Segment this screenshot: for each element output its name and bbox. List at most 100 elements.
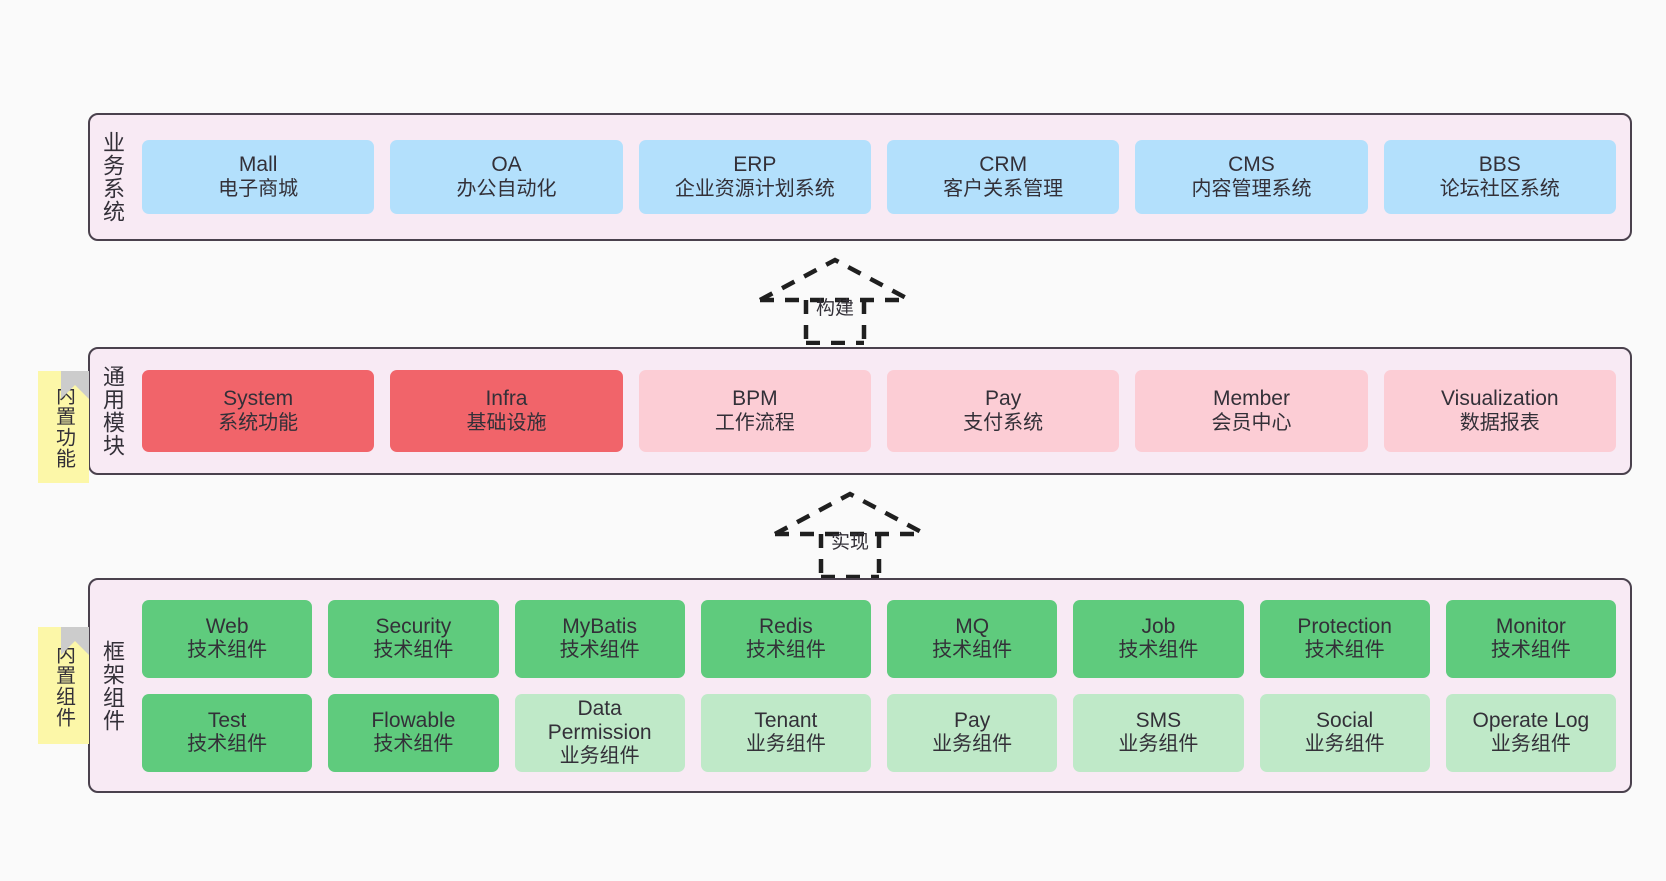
card-title: OA: [491, 153, 522, 177]
card-title: Flowable: [371, 708, 456, 732]
card-title: Operate Log: [1472, 708, 1590, 732]
card-subtitle: 业务组件: [559, 745, 640, 768]
card-row: Test 技术组件 Flowable 技术组件 Data Permission …: [142, 693, 1616, 772]
card-title: Mall: [238, 153, 278, 177]
card-title: Redis: [759, 614, 813, 638]
card-subtitle: 企业资源计划系统: [674, 177, 835, 200]
card-subtitle: 业务组件: [932, 733, 1013, 756]
card-subtitle: 系统功能: [218, 411, 299, 434]
layer-framework-component: 框架组件 Web 技术组件 Security 技术组件 MyBatis 技术组件…: [88, 578, 1632, 793]
card-subtitle: 支付系统: [963, 411, 1044, 434]
card-flowable[interactable]: Flowable 技术组件: [328, 693, 499, 772]
card-title: ERP: [733, 153, 777, 177]
card-subtitle: 技术组件: [1304, 639, 1385, 662]
card-title: Test: [207, 708, 247, 732]
card-operate-log[interactable]: Operate Log 业务组件: [1445, 693, 1616, 772]
note-builtin-component: 内置组件: [38, 627, 89, 744]
card-title: Pay: [954, 708, 991, 732]
card-infra[interactable]: Infra 基础设施: [390, 370, 623, 452]
card-title: Security: [375, 614, 452, 638]
card-tenant[interactable]: Tenant 业务组件: [700, 693, 871, 772]
connector-label-build: 构建: [815, 298, 855, 319]
note-fold-corner-icon: [61, 371, 89, 399]
layer-body-framework-component: Web 技术组件 Security 技术组件 MyBatis 技术组件 Redi…: [134, 580, 1630, 791]
generalization-arrow-icon: [758, 257, 912, 346]
note-fold-corner-icon: [61, 627, 89, 655]
card-subtitle: 技术组件: [187, 639, 268, 662]
card-subtitle: 基础设施: [466, 411, 547, 434]
card-title: Protection: [1297, 614, 1392, 638]
card-redis[interactable]: Redis 技术组件: [700, 599, 871, 678]
card-data-permission[interactable]: Data Permission 业务组件: [514, 693, 685, 772]
note-label: 内置功能: [52, 385, 75, 469]
card-title: BBS: [1478, 153, 1521, 177]
card-title: MyBatis: [562, 614, 637, 638]
card-title: Tenant: [754, 708, 818, 732]
card-title: System: [223, 387, 294, 411]
card-title: Monitor: [1495, 614, 1566, 638]
card-system[interactable]: System 系统功能: [142, 370, 375, 452]
card-web[interactable]: Web 技术组件: [142, 599, 313, 678]
card-cms[interactable]: CMS 内容管理系统: [1135, 140, 1368, 214]
card-subtitle: 技术组件: [1118, 639, 1199, 662]
card-subtitle: 技术组件: [559, 639, 640, 662]
card-security[interactable]: Security 技术组件: [328, 599, 499, 678]
card-row: System 系统功能 Infra 基础设施 BPM 工作流程 Pay 支付系统…: [142, 370, 1616, 452]
card-subtitle: 会员中心: [1211, 411, 1292, 434]
card-mq[interactable]: MQ 技术组件: [887, 599, 1058, 678]
card-title: Job: [1141, 614, 1176, 638]
card-subtitle: 技术组件: [187, 733, 268, 756]
card-title: Infra: [485, 387, 528, 411]
card-pay-business[interactable]: Pay 业务组件: [887, 693, 1058, 772]
card-oa[interactable]: OA 办公自动化: [390, 140, 623, 214]
note-builtin-function: 内置功能: [38, 371, 89, 483]
connector-implement: 实现: [765, 487, 935, 580]
card-subtitle: 技术组件: [745, 639, 826, 662]
card-crm[interactable]: CRM 客户关系管理: [886, 140, 1120, 214]
card-bbs[interactable]: BBS 论坛社区系统: [1383, 140, 1616, 214]
layer-body-common-module: System 系统功能 Infra 基础设施 BPM 工作流程 Pay 支付系统…: [134, 349, 1630, 473]
card-test[interactable]: Test 技术组件: [142, 693, 313, 772]
card-title: CRM: [979, 153, 1028, 177]
card-subtitle: 办公自动化: [456, 177, 557, 200]
card-subtitle: 业务组件: [1490, 733, 1571, 756]
card-subtitle: 业务组件: [1304, 733, 1385, 756]
layer-label-framework-component: 框架组件: [99, 639, 125, 732]
card-mall[interactable]: Mall 电子商城: [142, 140, 375, 214]
card-subtitle: 工作流程: [714, 411, 795, 434]
card-subtitle: 业务组件: [1118, 733, 1199, 756]
card-subtitle: 技术组件: [373, 733, 454, 756]
connector-build: 构建: [750, 253, 920, 346]
card-subtitle: 技术组件: [373, 639, 454, 662]
card-subtitle: 论坛社区系统: [1439, 177, 1560, 200]
generalization-arrow-icon: [773, 491, 927, 580]
card-title: Web: [205, 614, 249, 638]
card-bpm[interactable]: BPM 工作流程: [638, 370, 871, 452]
layer-business-system: 业务系统 Mall 电子商城 OA 办公自动化 ERP 企业资源计划系统 CRM…: [88, 113, 1632, 241]
card-row: Web 技术组件 Security 技术组件 MyBatis 技术组件 Redi…: [142, 599, 1616, 678]
card-erp[interactable]: ERP 企业资源计划系统: [638, 140, 871, 214]
card-subtitle: 数据报表: [1459, 411, 1540, 434]
card-sms[interactable]: SMS 业务组件: [1073, 693, 1244, 772]
card-title: BPM: [732, 387, 778, 411]
layer-label-common-module: 通用模块: [99, 365, 125, 457]
layer-body-business-system: Mall 电子商城 OA 办公自动化 ERP 企业资源计划系统 CRM 客户关系…: [134, 115, 1630, 239]
card-title: Visualization: [1441, 387, 1559, 411]
card-social[interactable]: Social 业务组件: [1259, 693, 1430, 772]
card-pay[interactable]: Pay 支付系统: [886, 370, 1120, 452]
card-title: CMS: [1228, 153, 1275, 177]
card-subtitle: 电子商城: [218, 177, 299, 200]
card-row: Mall 电子商城 OA 办公自动化 ERP 企业资源计划系统 CRM 客户关系…: [142, 140, 1616, 214]
card-monitor[interactable]: Monitor 技术组件: [1445, 599, 1616, 678]
card-title: SMS: [1135, 708, 1182, 732]
card-title: Data Permission: [547, 696, 652, 744]
card-mybatis[interactable]: MyBatis 技术组件: [514, 599, 685, 678]
card-visualization[interactable]: Visualization 数据报表: [1383, 370, 1616, 452]
card-title: Pay: [985, 387, 1022, 411]
card-title: Member: [1212, 387, 1290, 411]
card-member[interactable]: Member 会员中心: [1135, 370, 1368, 452]
card-protection[interactable]: Protection 技术组件: [1259, 599, 1430, 678]
card-job[interactable]: Job 技术组件: [1073, 599, 1244, 678]
card-title: MQ: [955, 614, 990, 638]
layer-common-module: 通用模块 System 系统功能 Infra 基础设施 BPM 工作流程 Pay…: [88, 347, 1632, 475]
